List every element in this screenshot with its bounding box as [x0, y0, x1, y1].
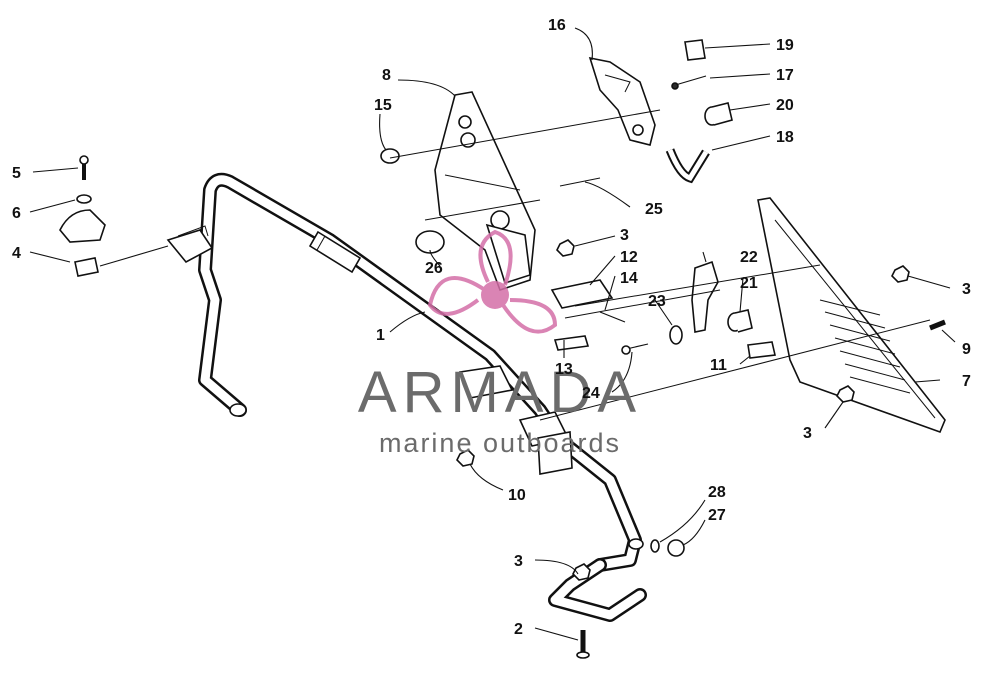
washer-28	[650, 539, 660, 553]
propeller-logo	[427, 229, 558, 334]
grip-19	[684, 39, 706, 61]
callout-13: 13	[555, 361, 573, 378]
callout-9: 9	[962, 341, 971, 358]
callout-7: 7	[962, 373, 971, 390]
callout-24: 24	[582, 385, 600, 402]
callout-11: 11	[710, 357, 727, 374]
washer-6	[76, 194, 92, 204]
clip-13	[553, 335, 590, 351]
callout-10: 10	[508, 487, 526, 504]
bushing-20	[704, 102, 733, 126]
callout-15: 15	[374, 97, 392, 114]
callout-25: 25	[645, 201, 663, 218]
leader-lines	[29, 27, 956, 641]
brand-wordmark: ARMADA	[358, 360, 642, 425]
side-plate	[434, 91, 536, 292]
washer-23	[669, 325, 683, 345]
bolt-11	[747, 341, 776, 359]
callout-18: 18	[776, 129, 794, 146]
callout-8: 8	[382, 67, 391, 84]
callout-4: 4	[12, 245, 21, 262]
callout-1: 1	[376, 327, 385, 344]
callout-23: 23	[648, 293, 666, 310]
callout-19: 19	[776, 37, 794, 54]
callout-16: 16	[548, 17, 566, 34]
armada-watermark: ARMADA marine outboards	[358, 229, 642, 458]
brand-tagline: marine outboards	[379, 428, 621, 458]
cap-27	[667, 539, 685, 557]
callout-21: 21	[740, 275, 758, 292]
callout-20: 20	[776, 97, 794, 114]
rod-25	[559, 177, 601, 187]
nut-10	[456, 449, 475, 467]
callout-27: 27	[708, 507, 726, 524]
nut-3b	[891, 265, 910, 283]
spring-14	[599, 311, 626, 323]
callout-3-panel: 3	[803, 425, 812, 442]
callout-5: 5	[12, 165, 21, 182]
frame-tube	[166, 172, 647, 622]
bushing-21	[727, 309, 753, 333]
callout-14: 14	[620, 270, 638, 287]
callout-3-bottom: 3	[514, 553, 523, 570]
clip-4	[74, 257, 99, 277]
cap-4-upper	[59, 209, 106, 243]
callout-2: 2	[514, 621, 523, 638]
plug-15	[380, 148, 400, 164]
callout-17: 17	[776, 67, 794, 84]
callout-3-right: 3	[962, 281, 971, 298]
bolt-9	[929, 319, 946, 331]
cover-panel	[757, 197, 946, 434]
callout-22: 22	[740, 249, 758, 266]
nut-3a	[556, 239, 575, 257]
callout-28: 28	[708, 484, 726, 501]
callout-6: 6	[12, 205, 21, 222]
latch-22	[691, 260, 719, 333]
nut-3d	[572, 563, 591, 581]
bracket-12	[550, 279, 614, 309]
callout-numbers: 5 6 4 1 8 15 26 16 19 17 20 18 25 3 12 1…	[12, 17, 971, 638]
callout-12: 12	[620, 249, 638, 266]
plug-26	[415, 230, 445, 254]
lever-bracket	[588, 56, 656, 146]
callout-26: 26	[425, 260, 443, 277]
callout-3-top: 3	[620, 227, 629, 244]
nut-3c	[836, 385, 855, 403]
